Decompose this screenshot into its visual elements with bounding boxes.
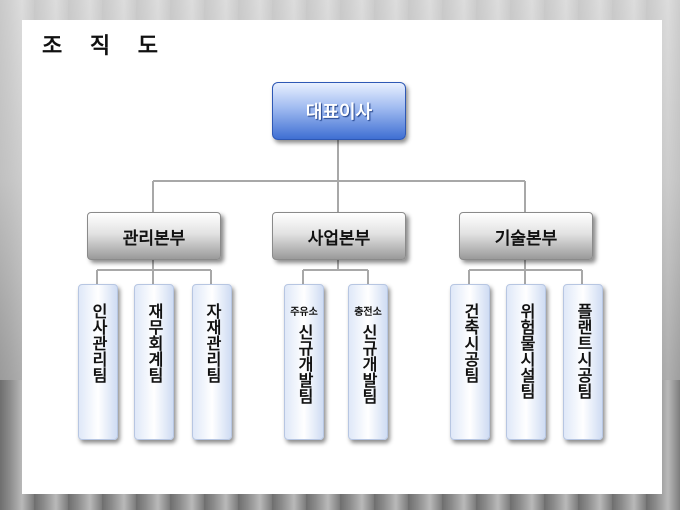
division-business: 사업본부 xyxy=(272,212,406,260)
division-management: 관리본부 xyxy=(87,212,221,260)
team-hazmat-facility: 위험물시설팀 xyxy=(506,284,546,440)
team-label: 건축시공팀 xyxy=(461,303,480,383)
team-materials: 자재관리팀 xyxy=(192,284,232,440)
team-label: 자재관리팀 xyxy=(203,303,222,383)
team-label: 신규개발팀 xyxy=(295,324,314,404)
team-label: 위험물시설팀 xyxy=(517,303,536,399)
ceo-box: 대표이사 xyxy=(272,82,406,140)
team-charging-station-dev: 충전소 신규개발팀 xyxy=(348,284,388,440)
team-construction: 건축시공팀 xyxy=(450,284,490,440)
division-technology: 기술본부 xyxy=(459,212,593,260)
team-finance: 재무회계팀 xyxy=(134,284,174,440)
page-title: 조 직 도 xyxy=(42,34,169,59)
team-label: 신규개발팀 xyxy=(359,324,378,404)
team-gas-station-dev: 주유소 신규개발팀 xyxy=(284,284,324,440)
team-label: 인사관리팀 xyxy=(89,303,108,383)
team-prefix: 충전소 xyxy=(354,307,382,318)
team-prefix: 주유소 xyxy=(290,307,318,318)
team-plant-construction: 플랜트시공팀 xyxy=(563,284,603,440)
team-label: 플랜트시공팀 xyxy=(574,303,593,399)
team-label: 재무회계팀 xyxy=(145,303,164,383)
team-hr: 인사관리팀 xyxy=(78,284,118,440)
